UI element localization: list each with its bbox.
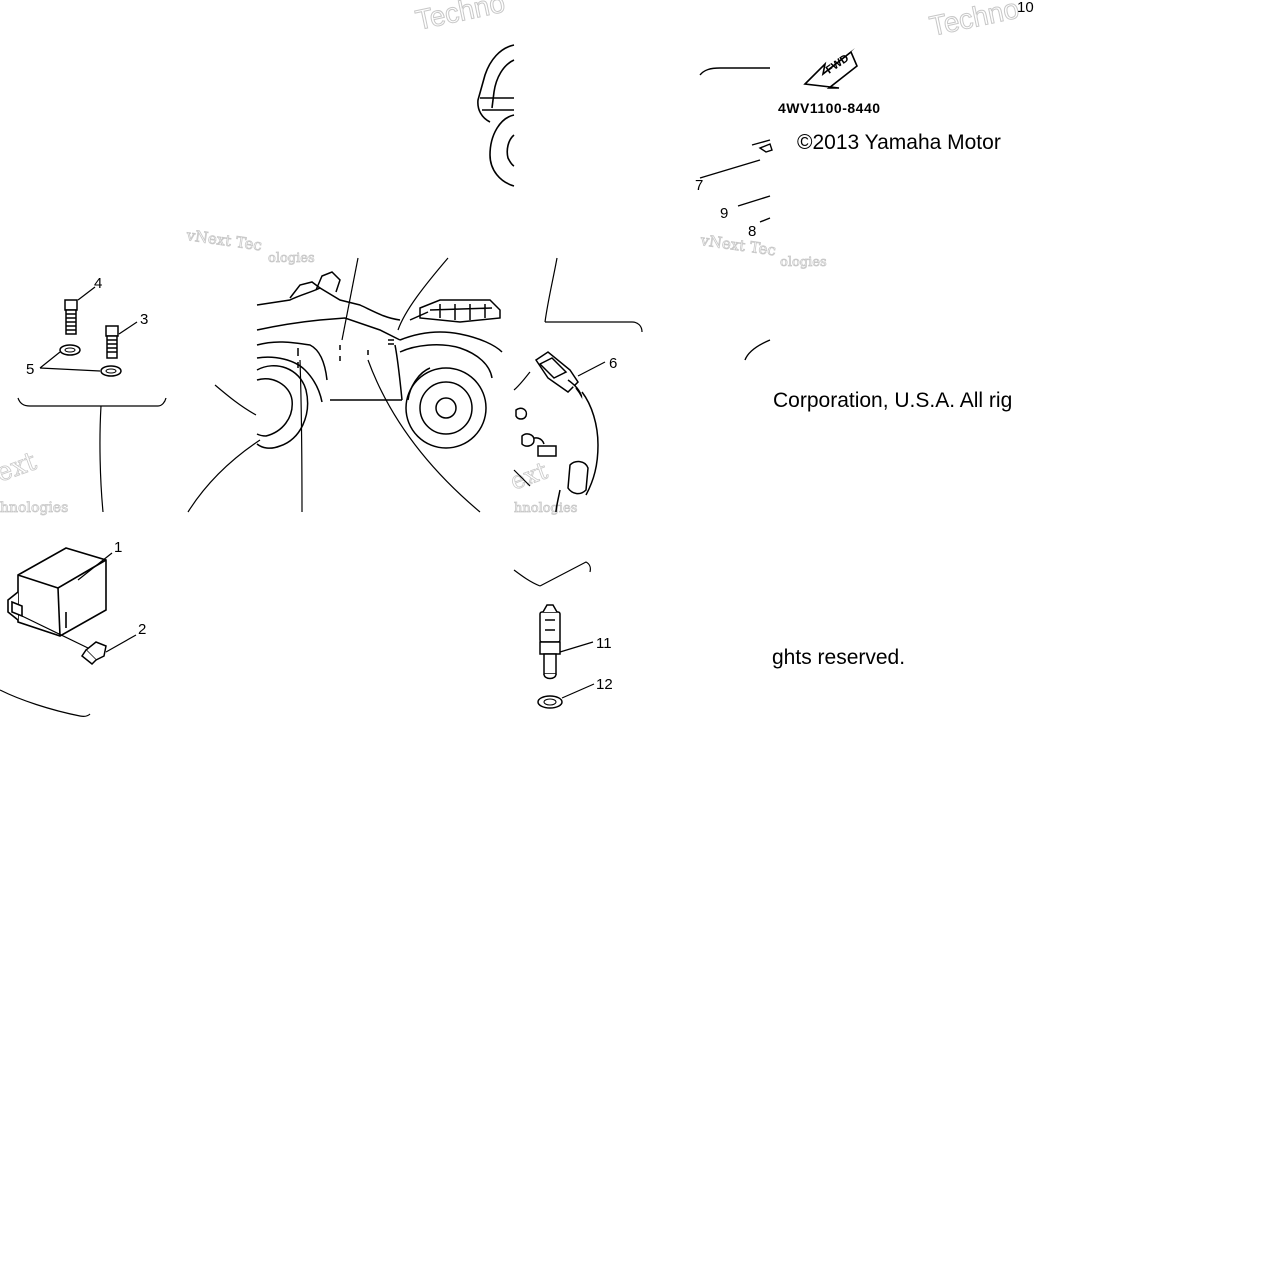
watermark-vnext-left: vNext Tec xyxy=(184,226,263,255)
callout-1: 1 xyxy=(114,539,122,556)
leader-lines-lower-left xyxy=(0,552,137,717)
watermark-ologies-right: ologies xyxy=(780,255,827,270)
watermark-ext-mid: ext xyxy=(506,456,551,495)
washer-5b-hole xyxy=(105,368,117,374)
watermark-ologies-left: ologies xyxy=(268,251,315,266)
watermark-vnext-right: vNext Tec xyxy=(698,231,777,260)
copyright-line-3: ghts reserved. xyxy=(772,646,906,669)
callout-4: 4 xyxy=(94,275,102,292)
temperature-sensor-11 xyxy=(539,604,561,680)
watermark-top-right: Techno xyxy=(927,0,1022,42)
atv-illustration xyxy=(256,271,503,449)
front-rack-fragment xyxy=(477,44,515,187)
watermark-ext-left: ext xyxy=(0,446,41,488)
callout-2: 2 xyxy=(138,621,146,638)
washer-12 xyxy=(537,695,563,709)
callout-7: 7 xyxy=(695,177,703,194)
copyright-line-2: Corporation, U.S.A. All rig xyxy=(773,389,1013,412)
callout-8: 8 xyxy=(748,223,756,240)
bolt-4 xyxy=(64,299,78,335)
part-code: 4WV1100-8440 xyxy=(778,100,881,116)
watermark-top-center: Techno xyxy=(413,0,508,36)
leader-lines-lower-right xyxy=(513,561,595,699)
callout-11: 11 xyxy=(596,635,612,652)
washer-5a-hole xyxy=(64,347,76,353)
leader-lines-right-mid xyxy=(513,361,606,487)
bolt-3 xyxy=(105,325,119,359)
bolt-2 xyxy=(80,641,107,666)
washer-12-hole xyxy=(543,698,557,706)
fwd-arrow-icon: FWD xyxy=(803,48,858,89)
copyright-line-1: ©2013 Yamaha Motor xyxy=(797,131,1001,154)
watermark-hnologies-left: hnologies xyxy=(0,500,68,516)
leader-lines-center xyxy=(187,257,643,513)
callout-3: 3 xyxy=(140,311,148,328)
callout-10: 10 xyxy=(1017,0,1034,16)
callout-9: 9 xyxy=(720,205,728,222)
watermark-hnologies-mid: hnologies xyxy=(514,501,577,516)
upper-right-detail-fragment xyxy=(699,67,773,361)
callout-6: 6 xyxy=(609,355,617,372)
callout-12: 12 xyxy=(596,676,613,693)
callout-5: 5 xyxy=(26,361,34,378)
washer-5b xyxy=(100,365,122,377)
washer-5a xyxy=(59,344,81,356)
ecu-unit-1 xyxy=(7,547,107,637)
sensor-6 xyxy=(515,351,599,513)
leader-lines-left xyxy=(17,286,257,513)
